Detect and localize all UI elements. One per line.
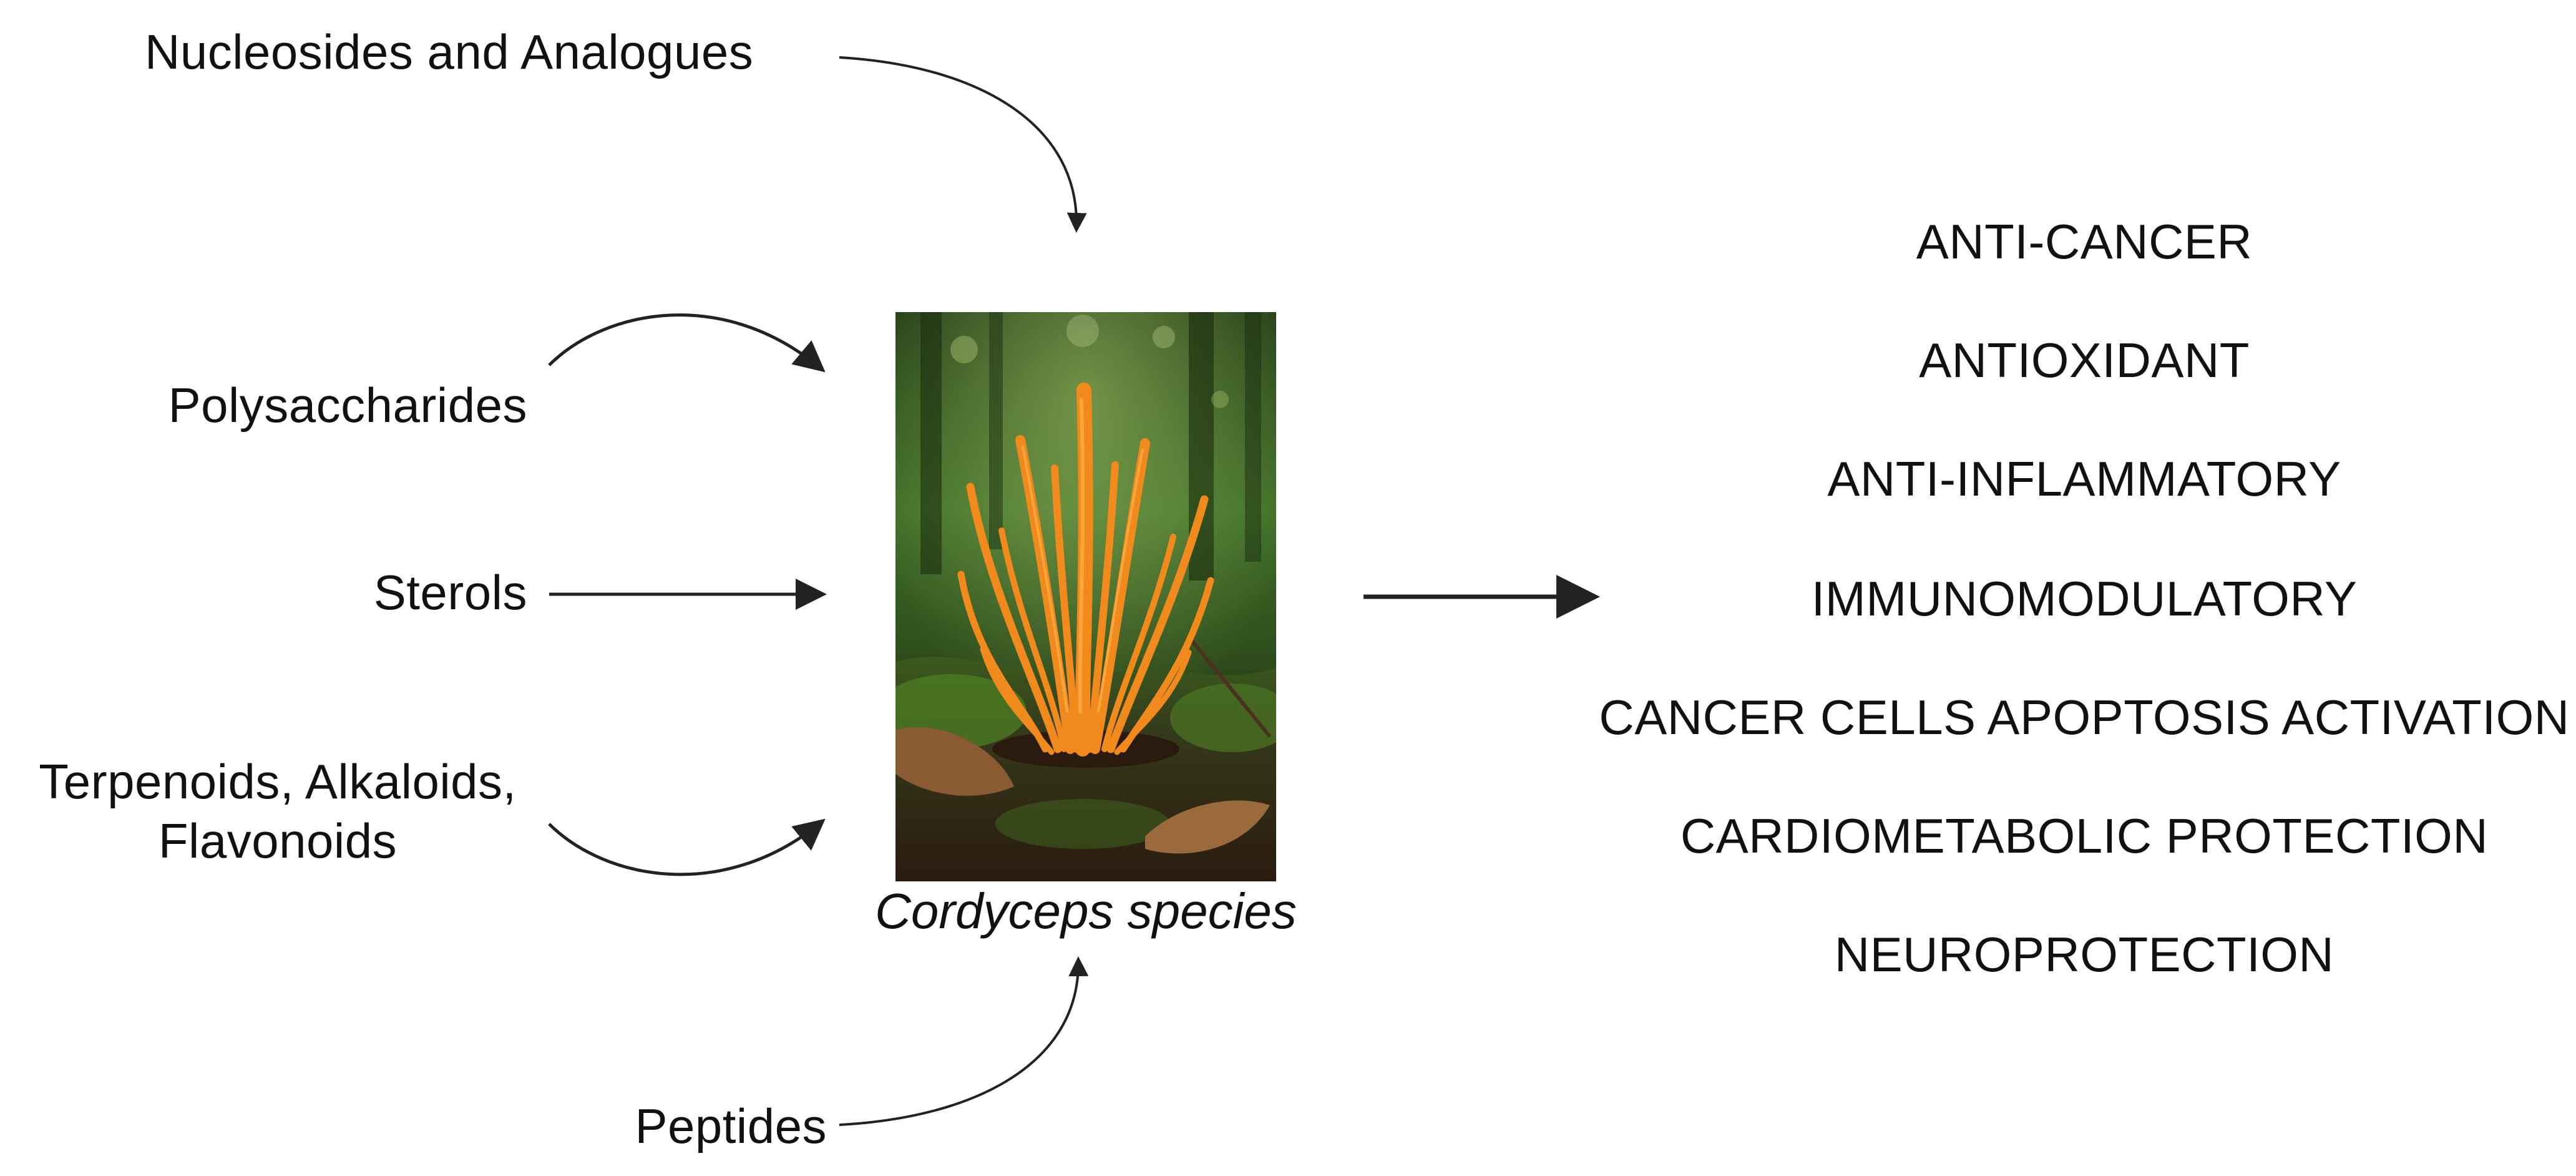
effect-anti-inflammatory: ANTI-INFLAMMATORY — [1827, 451, 2341, 506]
organism-caption: Cordyceps species — [875, 883, 1297, 939]
compound-label-terpenoids-alkaloids-flavonoids: Terpenoids, Alkaloids, Flavonoids — [12, 752, 543, 871]
effect-cardiometabolic-protection: CARDIOMETABOLIC PROTECTION — [1680, 808, 2489, 863]
effect-immunomodulatory: IMMUNOMODULATORY — [1811, 571, 2358, 626]
compound-label-nucleosides: Nucleosides and Analogues — [145, 24, 754, 79]
effect-anti-cancer: ANTI-CANCER — [1916, 214, 2253, 269]
effect-cancer-cells-apoptosis-activation: CANCER CELLS APOPTOSIS ACTIVATION — [1599, 690, 2570, 745]
compound-label-terpenoids-line1: Terpenoids, Alkaloids, — [39, 754, 517, 809]
effect-neuroprotection: NEUROPROTECTION — [1834, 927, 2334, 982]
compound-label-polysaccharides: Polysaccharides — [168, 378, 527, 433]
compound-label-sterols: Sterols — [373, 565, 527, 620]
effect-antioxidant: ANTIOXIDANT — [1919, 333, 2250, 388]
compound-label-terpenoids-line2: Flavonoids — [158, 813, 398, 869]
compound-label-peptides: Peptides — [635, 1099, 827, 1154]
arrow-polysaccharides — [548, 313, 826, 373]
arrow-peptides — [839, 956, 1089, 1126]
arrow-nucleosides — [839, 56, 1087, 233]
arrow-terpenoids — [548, 818, 826, 876]
cordyceps-photo — [895, 312, 1276, 881]
